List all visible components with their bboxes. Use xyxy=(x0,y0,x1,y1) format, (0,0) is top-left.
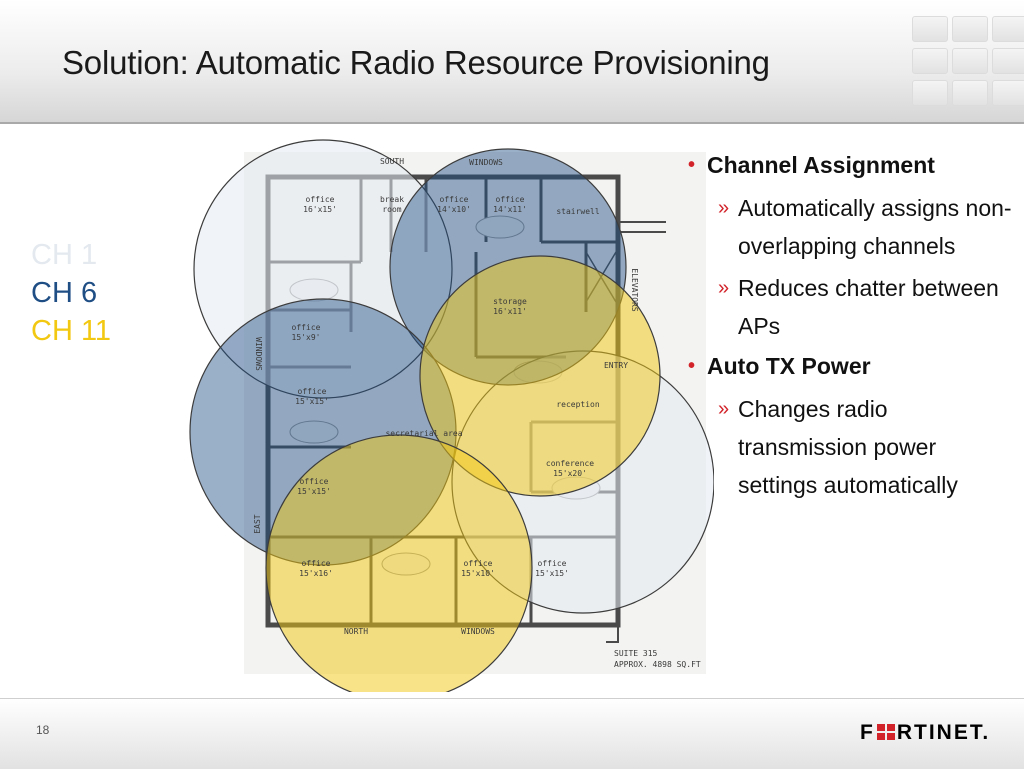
label-office-b: office xyxy=(440,195,469,204)
label-office-d: office xyxy=(292,323,321,332)
chevron-right-icon: » xyxy=(718,277,730,299)
floor-plan: SOUTH WINDOWS office 16'x15' break room … xyxy=(189,139,714,692)
label-office-c-size: 14'x11' xyxy=(493,205,527,214)
coverage-ch11 xyxy=(419,255,661,497)
label-secretarial: secretarial area xyxy=(385,429,462,438)
access-point-icon xyxy=(289,420,339,444)
label-office-f: office xyxy=(300,477,329,486)
label-office-h-size: 15'x10' xyxy=(461,569,495,578)
label-office-h: office xyxy=(464,559,493,568)
label-stairwell: stairwell xyxy=(556,207,600,216)
label-east: EAST xyxy=(253,514,262,533)
label-elevators: ELEVATORS xyxy=(630,268,639,312)
label-office-i-size: 15'x15' xyxy=(535,569,569,578)
slide-header: Solution: Automatic Radio Resource Provi… xyxy=(0,0,1024,124)
slide-title: Solution: Automatic Radio Resource Provi… xyxy=(62,44,770,81)
chevron-right-icon: » xyxy=(718,197,730,219)
bullet-auto-tx-power: • Auto TX Power xyxy=(688,353,871,379)
label-conference-size: 15'x20' xyxy=(553,469,587,478)
label-office-a: office xyxy=(306,195,335,204)
label-office-f-size: 15'x15' xyxy=(297,487,331,496)
label-storage: storage xyxy=(493,297,527,306)
label-break-2: room xyxy=(382,205,401,214)
label-office-e: office xyxy=(298,387,327,396)
label-windows-left: WINDOWS xyxy=(254,337,263,371)
sub-bullet: » Reduces chatter between APs xyxy=(686,269,1016,345)
label-suite: SUITE 315 xyxy=(614,649,658,658)
coverage-ch11 xyxy=(265,434,533,692)
label-office-e-size: 15'x15' xyxy=(295,397,329,406)
channel-legend: CH 1 CH 6 CH 11 xyxy=(31,236,111,350)
legend-ch11: CH 11 xyxy=(31,315,112,347)
label-windows-bottom: WINDOWS xyxy=(461,627,495,636)
label-reception: reception xyxy=(556,400,600,409)
access-point-icon xyxy=(475,215,525,239)
label-office-b-size: 14'x10' xyxy=(437,205,471,214)
label-office-d-size: 15'x9' xyxy=(292,333,321,342)
sub-bullet: » Automatically assigns non-overlapping … xyxy=(686,189,1016,265)
page-number: 18 xyxy=(36,723,50,737)
label-area: APPROX. 4898 SQ.FT xyxy=(614,660,701,669)
bullet-dot-icon: • xyxy=(688,154,696,176)
chevron-right-icon: » xyxy=(718,398,730,420)
legend-ch6: CH 6 xyxy=(31,277,98,309)
bullet-list: • Channel Assignment » Automatically ass… xyxy=(686,152,1016,512)
label-office-g-size: 15'x16' xyxy=(299,569,333,578)
label-south: SOUTH xyxy=(380,157,404,166)
bullet-channel-assignment: • Channel Assignment xyxy=(688,152,935,178)
legend-ch1: CH 1 xyxy=(31,239,98,271)
fortinet-grid-icon xyxy=(908,12,1024,108)
label-office-g: office xyxy=(302,559,331,568)
label-north: NORTH xyxy=(344,627,368,636)
coverage-circles xyxy=(189,139,714,692)
label-office-i: office xyxy=(538,559,567,568)
label-storage-size: 16'x11' xyxy=(493,307,527,316)
label-entry: ENTRY xyxy=(604,361,628,370)
bullet-dot-icon: • xyxy=(688,355,696,377)
label-conference: conference xyxy=(546,459,594,468)
fortinet-logo-icon xyxy=(876,724,895,740)
coverage-ch1 xyxy=(193,139,453,399)
label-break-1: break xyxy=(380,195,404,204)
label-office-a-size: 16'x15' xyxy=(303,205,337,214)
label-office-c: office xyxy=(496,195,525,204)
label-windows-top: WINDOWS xyxy=(469,158,503,167)
sub-bullet: » Changes radio transmission power setti… xyxy=(686,390,1016,504)
